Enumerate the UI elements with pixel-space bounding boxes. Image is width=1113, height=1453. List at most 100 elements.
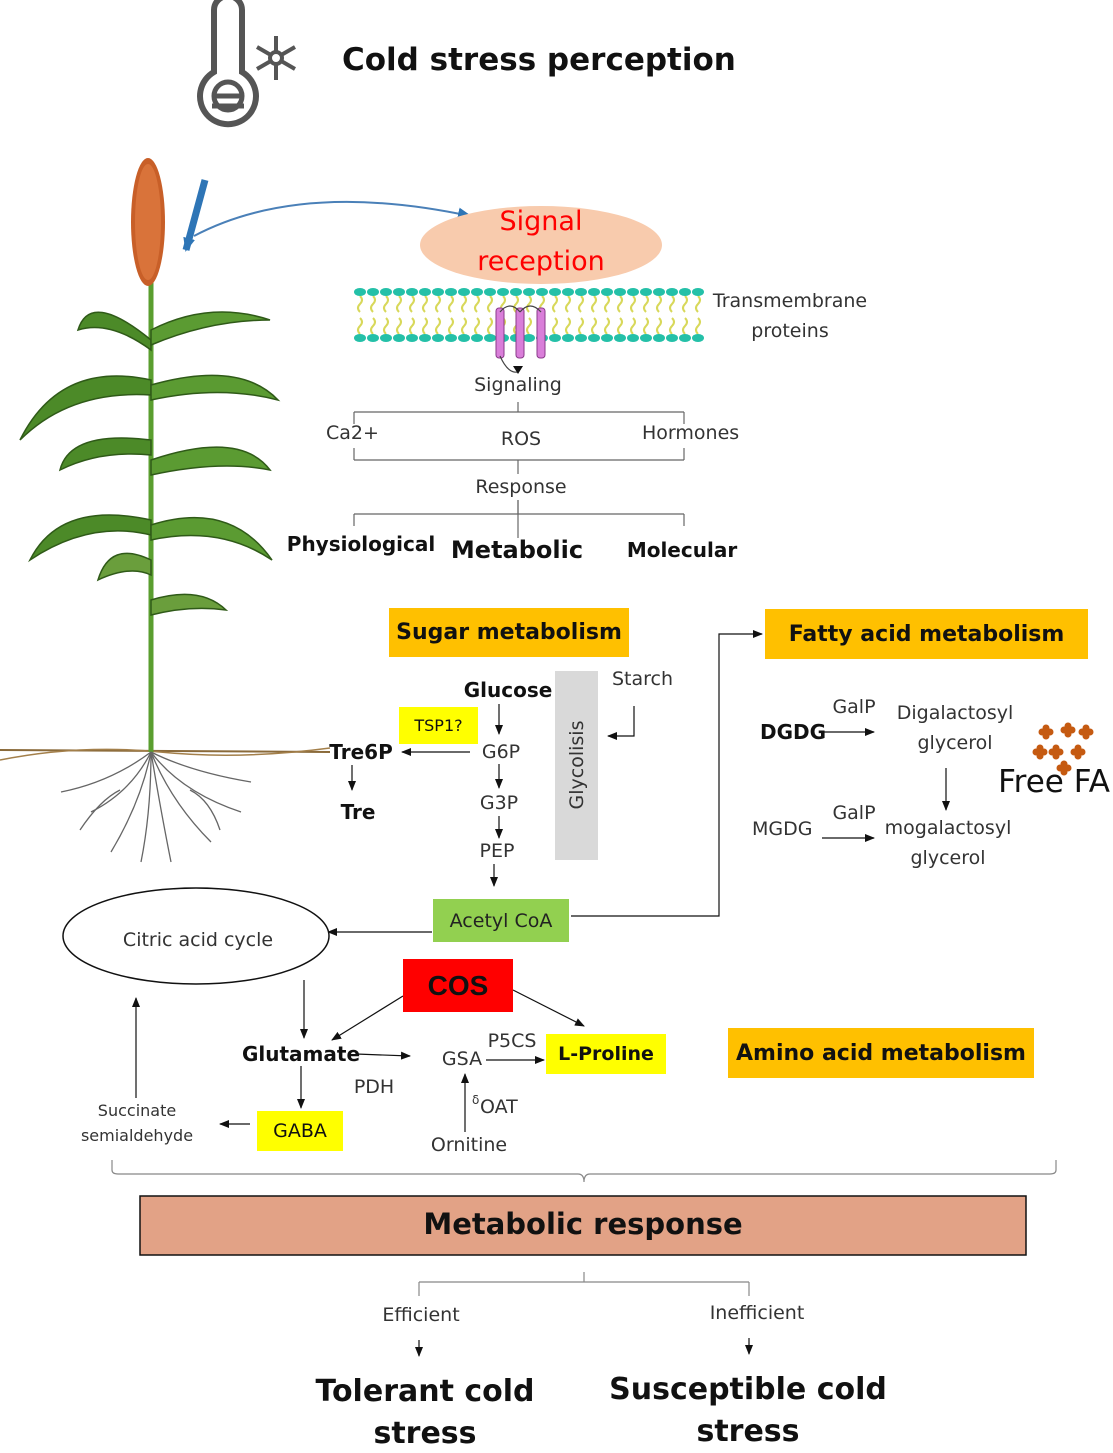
free-fa-dot bbox=[1078, 724, 1094, 740]
lipid-head bbox=[666, 288, 678, 296]
semialdehyde-label: semialdehyde bbox=[80, 1126, 194, 1145]
free-fa-dot bbox=[1032, 744, 1048, 760]
lipid-head bbox=[393, 334, 405, 342]
lipid-head bbox=[640, 288, 652, 296]
lipid-head bbox=[432, 334, 444, 342]
lipid-head bbox=[406, 334, 418, 342]
tsp1-box: TSP1? bbox=[399, 707, 478, 744]
lipid-head bbox=[471, 334, 483, 342]
lipid-head bbox=[536, 288, 548, 296]
lipid-tail bbox=[643, 295, 649, 313]
lipid-tail bbox=[435, 317, 441, 335]
lipid-head bbox=[419, 334, 431, 342]
cos-box: COS bbox=[403, 959, 513, 1012]
succinate-label: Succinate bbox=[97, 1101, 177, 1120]
response-label: Response bbox=[475, 476, 567, 498]
lipid-tail bbox=[396, 317, 402, 335]
amino-acid-box: Amino acid metabolism bbox=[728, 1028, 1034, 1078]
signaling-label: Signaling bbox=[474, 374, 562, 396]
lipid-head bbox=[614, 288, 626, 296]
lipid-head bbox=[588, 334, 600, 342]
lipid-tail bbox=[435, 295, 441, 313]
glucose-label: Glucose bbox=[463, 678, 553, 702]
lipid-tail bbox=[552, 295, 558, 313]
g3p-label: G3P bbox=[479, 792, 519, 814]
lipid-tail bbox=[474, 317, 480, 335]
transmembrane-protein bbox=[495, 307, 505, 359]
lipid-tail bbox=[526, 295, 532, 313]
lipid-head bbox=[640, 334, 652, 342]
lipid-head bbox=[666, 334, 678, 342]
lipid-head bbox=[471, 288, 483, 296]
susceptible-label-1: Susceptible cold bbox=[609, 1372, 887, 1407]
lipid-tail bbox=[396, 295, 402, 313]
lipid-tail bbox=[487, 317, 493, 335]
lipid-head bbox=[562, 288, 574, 296]
metabolic-label: Metabolic bbox=[450, 536, 584, 564]
molecular-label: Molecular bbox=[626, 538, 738, 562]
gaba-box: GABA bbox=[257, 1111, 343, 1151]
signal-line2: reception bbox=[477, 246, 605, 277]
free-fa-dot bbox=[1048, 744, 1064, 760]
lipid-head bbox=[562, 334, 574, 342]
lipid-head bbox=[575, 334, 587, 342]
lipid-head bbox=[445, 288, 457, 296]
tolerant-label-1: Tolerant cold bbox=[315, 1374, 535, 1409]
lipid-head bbox=[627, 288, 639, 296]
lipid-tail bbox=[474, 295, 480, 313]
transmembrane-label: Transmembrane bbox=[712, 290, 868, 312]
lipid-head bbox=[679, 288, 691, 296]
lipid-tail bbox=[422, 317, 428, 335]
susceptible-label-2: stress bbox=[696, 1414, 800, 1449]
blue-curve-arrow bbox=[193, 200, 472, 237]
lipid-tail bbox=[591, 317, 597, 335]
lipid-tail bbox=[669, 295, 675, 313]
lipid-head bbox=[458, 334, 470, 342]
lipid-head bbox=[497, 288, 509, 296]
lipid-tail bbox=[565, 295, 571, 313]
page-title: Cold stress perception bbox=[342, 42, 736, 78]
pep-label: PEP bbox=[479, 840, 515, 862]
transmembrane-protein bbox=[536, 307, 546, 359]
lipid-tail bbox=[448, 295, 454, 313]
ornitine-label: Ornitine bbox=[430, 1134, 508, 1156]
oat-label: OAT bbox=[480, 1096, 518, 1118]
inefficient-label: Inefficient bbox=[709, 1302, 805, 1324]
lipid-tail bbox=[630, 317, 636, 335]
lipid-head bbox=[367, 334, 379, 342]
lipid-head bbox=[627, 334, 639, 342]
glycolisis-bar bbox=[555, 671, 598, 860]
lipid-tail bbox=[487, 295, 493, 313]
starch-label: Starch bbox=[612, 668, 674, 690]
lipid-tail bbox=[422, 295, 428, 313]
free-fa-dot bbox=[1056, 760, 1072, 776]
lipid-tail bbox=[578, 295, 584, 313]
lipid-tail bbox=[682, 295, 688, 313]
digalactosyl-glycerol-label: glycerol bbox=[917, 732, 993, 754]
gsa-label: GSA bbox=[441, 1048, 483, 1070]
lipid-tail bbox=[383, 295, 389, 313]
free-fa-label: Free FA bbox=[998, 764, 1110, 800]
lipid-tail bbox=[461, 295, 467, 313]
lipid-tail bbox=[357, 317, 363, 335]
lipid-head bbox=[692, 288, 704, 296]
lipid-head bbox=[575, 288, 587, 296]
physiological-label: Physiological bbox=[286, 532, 436, 556]
lipid-head bbox=[354, 288, 366, 296]
lipid-head bbox=[523, 334, 535, 342]
lipid-tail bbox=[695, 317, 701, 335]
g6p-label: G6P bbox=[481, 741, 521, 763]
pdh-label: PDH bbox=[353, 1076, 395, 1098]
lipid-head bbox=[549, 288, 561, 296]
ros-label: ROS bbox=[500, 428, 542, 450]
lipid-tail bbox=[409, 295, 415, 313]
lipid-tail bbox=[695, 295, 701, 313]
tolerant-label-2: stress bbox=[373, 1416, 477, 1451]
lipid-tail bbox=[552, 317, 558, 335]
ca-label: Ca2+ bbox=[326, 422, 379, 444]
mgdg-label: MGDG bbox=[752, 818, 813, 840]
lipid-head bbox=[653, 288, 665, 296]
tre-label: Tre bbox=[340, 800, 376, 824]
sorghum-plant bbox=[0, 158, 331, 863]
